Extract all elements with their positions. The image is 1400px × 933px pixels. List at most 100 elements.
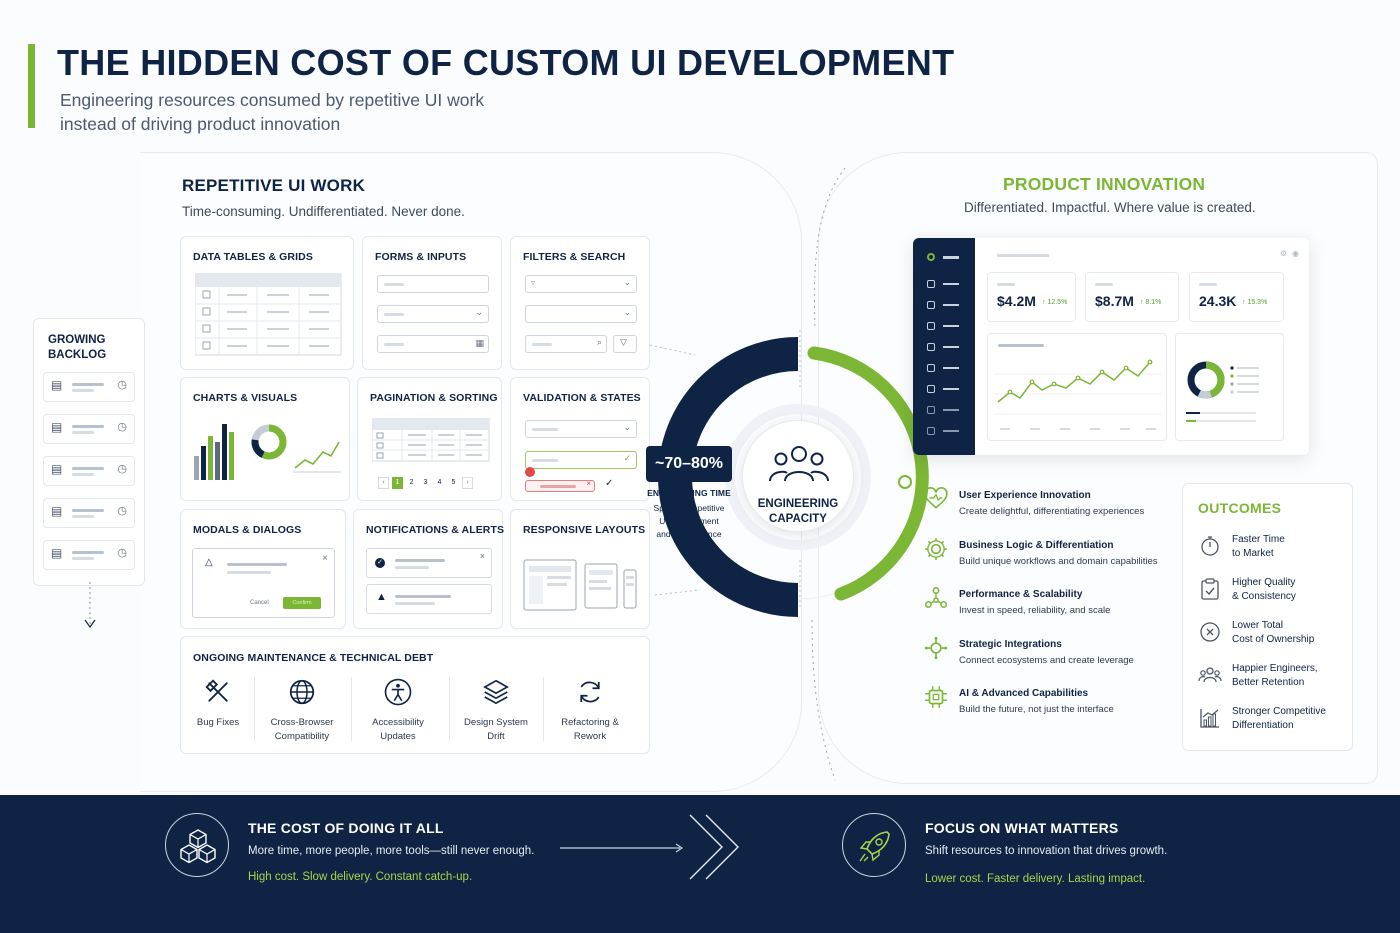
innovation-title: AI & Advanced Capabilities: [959, 688, 1089, 699]
card-title: ONGOING MAINTENANCE & TECHNICAL DEBT: [193, 652, 434, 664]
filter-button: ▽: [613, 335, 637, 353]
eng-time-title: ENGINEERING TIME: [647, 488, 731, 498]
maint-label-1: Design System: [464, 717, 528, 728]
eng-time-line-1: Spent on repetitive: [653, 503, 725, 513]
chevron-down-icon: ⌄: [623, 277, 631, 287]
outcome-line-1: Lower Total: [1232, 620, 1283, 631]
innovation-title: Business Logic & Differentiation: [959, 540, 1114, 551]
chevron-down-icon: ⌄: [623, 307, 631, 317]
clock-icon: ◷: [117, 463, 127, 475]
card-title: RESPONSIVE LAYOUTS: [523, 524, 646, 536]
rocket-icon: [859, 831, 890, 862]
coin-icon: [1200, 622, 1220, 642]
maint-label-1: Refactoring &: [561, 717, 619, 728]
table-grid-illustration: [195, 273, 342, 356]
kpi-card: $4.2M ↑ 12.5%: [987, 272, 1076, 322]
charts-illustration: [194, 424, 341, 480]
core-label-line-1: ENGINEERING: [757, 498, 839, 510]
warning-icon: ▲: [376, 591, 387, 603]
repetitive-work-subtitle: Time-consuming. Undifferentiated. Never …: [182, 204, 465, 219]
innovation-desc: Build the future, not just the interface: [959, 704, 1114, 715]
funnel-icon: ▽: [620, 337, 627, 347]
page-1[interactable]: 1: [392, 477, 403, 489]
page-3[interactable]: 3: [423, 479, 428, 486]
kpi-delta: ↑ 15.3%: [1242, 299, 1268, 306]
card-data-tables: DATA TABLES & GRIDS: [180, 236, 354, 370]
card-maintenance-debt: ONGOING MAINTENANCE & TECHNICAL DEBT Bug…: [180, 636, 650, 754]
eng-time-line-2: UI development: [659, 516, 719, 526]
growing-backlog: GROWING BACKLOG ▤◷ ▤◷ ▤◷ ▤◷ ▤◷: [33, 318, 145, 586]
innovation-title: User Experience Innovation: [959, 490, 1091, 501]
page-2[interactable]: 2: [409, 479, 414, 486]
card-pagination-sorting: PAGINATION & SORTING ‹ 1 2 3 4 5 ›: [357, 377, 502, 501]
maint-bug-fixes: Bug Fixes: [173, 677, 263, 730]
outcome-line-2: Cost of Ownership: [1232, 634, 1315, 645]
innovation-item-performance: Performance & Scalability Invest in spee…: [913, 586, 1173, 629]
sortable-table-illustration: [372, 418, 490, 462]
backlog-item: ▤◷: [43, 372, 135, 402]
backlog-item: ▤◷: [43, 456, 135, 486]
innovation-arc: [807, 346, 929, 601]
card-title: CHARTS & VISUALS: [193, 392, 298, 404]
chevron-down-icon: ⌄: [475, 307, 483, 317]
form-select-field: ⌄: [377, 305, 489, 323]
growth-chart-icon: [1200, 709, 1219, 728]
card-title: FILTERS & SEARCH: [523, 251, 626, 263]
card-title: VALIDATION & STATES: [523, 392, 641, 404]
card-title: NOTIFICATIONS & ALERTS: [366, 524, 505, 536]
clipboard-check-icon: [1201, 578, 1219, 600]
next-page-icon[interactable]: ›: [462, 477, 473, 489]
integration-icon: [924, 636, 948, 660]
footer-left-badge: [165, 813, 229, 877]
innovation-desc: Connect ecosystems and create leverage: [959, 655, 1134, 666]
card-filters-search: FILTERS & SEARCH ▿⌄ ⌄ ⌕ ▽: [510, 236, 650, 370]
check-icon: ✓: [605, 478, 614, 489]
outcome-line-2: to Market: [1232, 548, 1274, 559]
warning-icon: △: [205, 557, 213, 568]
dashboard-sidebar: [913, 238, 975, 455]
network-icon: [924, 586, 948, 608]
engineering-capacity-core: ENGINEERING CAPACITY: [742, 420, 854, 532]
innovation-item-ux: User Experience Innovation Create deligh…: [913, 487, 1173, 530]
maint-label-2: Compatibility: [274, 731, 330, 742]
calendar-icon: ▦: [475, 338, 484, 348]
page-4[interactable]: 4: [437, 479, 442, 486]
card-title: DATA TABLES & GRIDS: [193, 251, 313, 263]
close-icon: ×: [322, 553, 328, 564]
innovation-title: Strategic Integrations: [959, 639, 1062, 650]
page-5[interactable]: 5: [451, 479, 456, 486]
check-icon: ✓: [623, 453, 631, 463]
notification-success: ✓ ×: [366, 548, 492, 578]
search-icon: ⌕: [596, 337, 602, 347]
backlog-item: ▤◷: [43, 540, 135, 570]
check-circle-icon: ✓: [375, 558, 385, 568]
subtitle-line-2: instead of driving product innovation: [60, 114, 341, 134]
kpi-delta: ↑ 8.1%: [1140, 299, 1162, 306]
heart-icon: [924, 487, 948, 509]
modal-confirm-button[interactable]: Confirm: [283, 597, 321, 609]
filter-dropdown: ▿⌄: [525, 275, 637, 293]
footer-banner: THE COST OF DOING IT ALL More time, more…: [0, 795, 1400, 933]
outcome-line-2: Differentiation: [1232, 720, 1294, 731]
maint-label-1: Cross-Browser: [270, 717, 334, 728]
tools-icon: [205, 679, 228, 702]
innovation-item-business-logic: Business Logic & Differentiation Build u…: [913, 538, 1173, 580]
kpi-card: $8.7M ↑ 8.1%: [1085, 272, 1179, 322]
outcome-line-1: Higher Quality: [1232, 577, 1296, 588]
modal-cancel-button[interactable]: Cancel: [250, 600, 269, 606]
prev-page-icon[interactable]: ‹: [378, 477, 389, 489]
error-field: ×: [525, 479, 595, 492]
document-icon: ▤: [51, 378, 63, 392]
engineering-time-note: ENGINEERING TIME Spent on repetitive UI …: [640, 487, 738, 541]
kpi-value: $8.7M: [1095, 293, 1134, 309]
clock-icon: ◷: [117, 421, 127, 433]
card-notifications-alerts: NOTIFICATIONS & ALERTS ✓ × ▲: [353, 509, 505, 629]
user-icon: ◉: [1292, 249, 1299, 258]
backlog-title-line-2: BACKLOG: [48, 349, 107, 361]
sidebar-nav-icons: [927, 280, 961, 437]
footer-left-text: More time, more people, more tools—still…: [248, 845, 535, 857]
maint-refactoring: Refactoring &Rework: [545, 677, 635, 744]
